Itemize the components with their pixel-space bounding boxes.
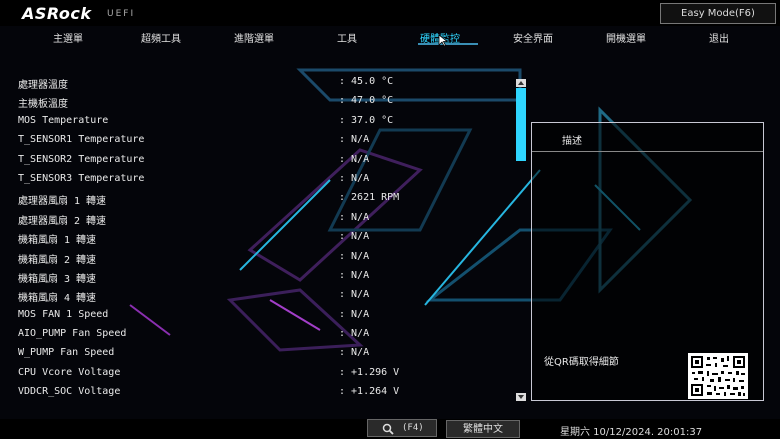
item-value: : +1.296 V [339, 366, 400, 378]
easy-mode-button[interactable]: Easy Mode(F6) [660, 3, 776, 24]
item-value: : N/A [339, 289, 370, 301]
item-label: 機箱風扇 2 轉速 [18, 254, 97, 266]
item-value: : N/A [339, 211, 370, 223]
list-item[interactable]: AIO_PUMP Fan Speed : N/A [18, 325, 508, 344]
item-label: 處理器風扇 2 轉速 [18, 215, 107, 227]
item-value: : 37.0 °C [339, 114, 394, 126]
item-value: : N/A [339, 269, 370, 281]
item-label: 機箱風扇 3 轉速 [18, 273, 97, 285]
arrow-down-icon [518, 395, 524, 399]
scrollbar-thumb[interactable] [516, 88, 526, 161]
list-item[interactable]: 機箱風扇 1 轉速 : N/A [18, 228, 508, 247]
list-item[interactable]: VDDCR_SOC Voltage : +1.264 V [18, 383, 508, 402]
item-label: CPU Vcore Voltage [18, 366, 121, 378]
tab-security[interactable]: 安全界面 [513, 34, 553, 45]
item-label: VDDCR_SOC Voltage [18, 386, 121, 398]
tab-exit[interactable]: 退出 [709, 34, 729, 45]
list-item[interactable]: 機箱風扇 3 轉速 : N/A [18, 267, 508, 286]
list-item[interactable]: MOS Temperature : 37.0 °C [18, 112, 508, 131]
active-tab-indicator [418, 43, 478, 45]
item-label: 處理器溫度 [18, 80, 68, 91]
tab-boot[interactable]: 開機選單 [606, 34, 646, 45]
item-label: T_SENSOR1 Temperature [18, 134, 145, 146]
item-value: : N/A [339, 153, 370, 165]
item-label: 機箱風扇 1 轉速 [18, 235, 97, 247]
language-button[interactable]: 繁體中文 [446, 420, 520, 438]
list-item[interactable]: T_SENSOR1 Temperature : N/A [18, 131, 508, 150]
item-value: : N/A [339, 172, 370, 184]
list-item[interactable]: T_SENSOR2 Temperature : N/A [18, 151, 508, 170]
item-label: 機箱風扇 4 轉速 [18, 293, 97, 305]
uefi-label: UEFI [107, 9, 136, 19]
item-value: : +1.264 V [339, 386, 400, 398]
tab-oc-tweaker[interactable]: 超頻工具 [141, 34, 181, 45]
qr-code-icon [688, 353, 748, 399]
item-label: MOS FAN 1 Speed [18, 308, 109, 320]
description-panel: 描述 從QR碼取得細節 [531, 122, 764, 401]
item-value: : N/A [339, 347, 370, 359]
item-value: : 45.0 °C [339, 76, 394, 87]
date-time-display: 星期六 10/12/2024. 20:01:37 [560, 427, 703, 438]
list-item[interactable]: CPU Vcore Voltage : +1.296 V [18, 364, 508, 383]
item-label: 處理器風扇 1 轉速 [18, 196, 107, 208]
search-button[interactable]: (F4) [367, 419, 437, 437]
item-value: : 2621 RPM [339, 192, 400, 204]
item-value: : 47.0 °C [339, 95, 394, 107]
item-label: MOS Temperature [18, 114, 109, 126]
list-item[interactable]: 處理器溫度 : 45.0 °C [18, 73, 508, 92]
item-label: AIO_PUMP Fan Speed [18, 328, 127, 340]
item-value: : N/A [339, 134, 370, 146]
description-title: 描述 [562, 136, 582, 147]
item-value: : N/A [339, 308, 370, 320]
hardware-monitor-list: 處理器溫度 : 45.0 °C 主機板溫度 : 47.0 °C MOS Temper… [18, 73, 508, 403]
list-item[interactable]: MOS FAN 1 Speed : N/A [18, 306, 508, 325]
item-label: 主機板溫度 [18, 99, 68, 111]
description-divider [532, 151, 763, 152]
arrow-up-icon [518, 81, 524, 85]
list-item[interactable]: 主機板溫度 : 47.0 °C [18, 92, 508, 111]
tab-main[interactable]: 主選單 [53, 34, 83, 45]
main-nav: 主選單 超頻工具 進階選單 工具 硬體監控 安全界面 開機選單 退出 [0, 26, 780, 48]
list-item[interactable]: 處理器風扇 2 轉速 : N/A [18, 209, 508, 228]
qr-label: 從QR碼取得細節 [544, 357, 619, 368]
item-value: : N/A [339, 250, 370, 262]
tab-advanced[interactable]: 進階選單 [234, 34, 274, 45]
item-label: T_SENSOR3 Temperature [18, 172, 145, 184]
scroll-up-button[interactable] [516, 79, 526, 87]
top-bar: ASRock UEFI Easy Mode(F6) [0, 0, 780, 26]
search-shortcut-label: (F4) [402, 423, 424, 433]
asrock-logo: ASRock [22, 4, 92, 23]
item-value: : N/A [339, 328, 370, 340]
search-icon [382, 423, 394, 435]
item-label: W_PUMP Fan Speed [18, 347, 115, 359]
list-item[interactable]: W_PUMP Fan Speed : N/A [18, 344, 508, 363]
item-label: T_SENSOR2 Temperature [18, 153, 145, 165]
list-item[interactable]: 處理器風扇 1 轉速 : 2621 RPM [18, 189, 508, 208]
list-item[interactable]: 機箱風扇 2 轉速 : N/A [18, 248, 508, 267]
item-value: : N/A [339, 231, 370, 243]
scroll-down-button[interactable] [516, 393, 526, 401]
list-item[interactable]: T_SENSOR3 Temperature : N/A [18, 170, 508, 189]
mouse-cursor-icon [438, 34, 448, 47]
tab-tool[interactable]: 工具 [337, 34, 357, 45]
list-item[interactable]: 機箱風扇 4 轉速 : N/A [18, 286, 508, 305]
